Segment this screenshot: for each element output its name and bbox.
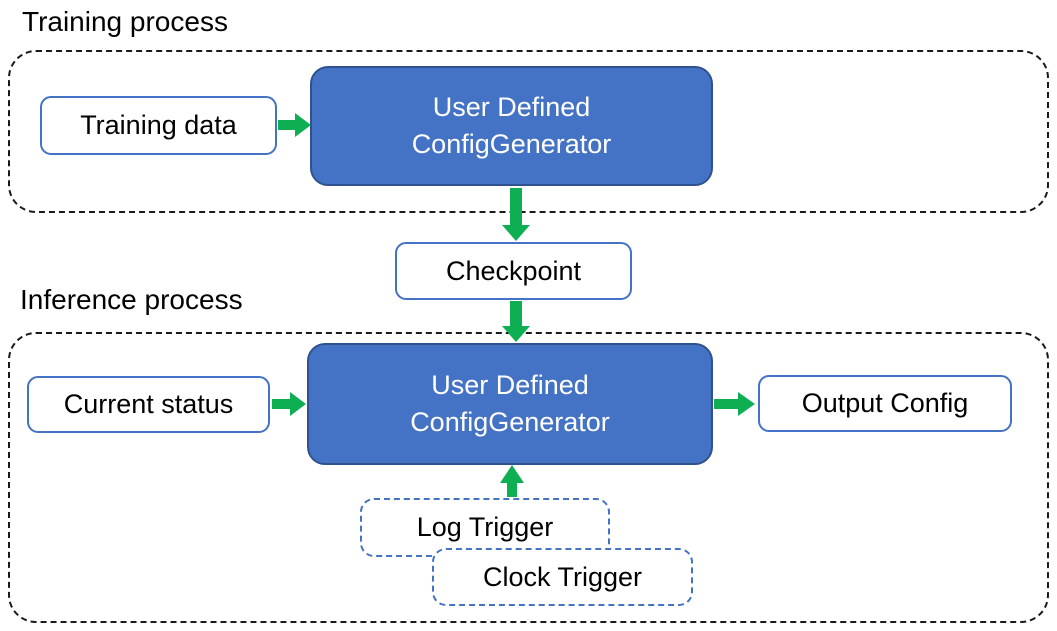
inference-config-generator-box: User Defined ConfigGenerator: [307, 343, 713, 465]
inference-config-generator-line2: ConfigGenerator: [410, 407, 610, 437]
checkpoint-box: Checkpoint: [395, 242, 632, 300]
training-config-generator-box: User Defined ConfigGenerator: [310, 66, 713, 186]
output-config-box: Output Config: [758, 375, 1012, 432]
log-trigger-box: Log Trigger: [360, 498, 610, 557]
inference-config-generator-line1: User Defined: [431, 370, 589, 400]
training-config-generator-line1: User Defined: [432, 92, 591, 122]
training-section-label: Training process: [22, 6, 228, 37]
training-data-box: Training data: [40, 96, 277, 155]
current-status-box: Current status: [27, 376, 270, 433]
clock-trigger-box: Clock Trigger: [432, 548, 693, 606]
training-config-generator-line2: ConfigGenerator: [411, 129, 612, 159]
inference-section-label: Inference process: [20, 284, 243, 315]
